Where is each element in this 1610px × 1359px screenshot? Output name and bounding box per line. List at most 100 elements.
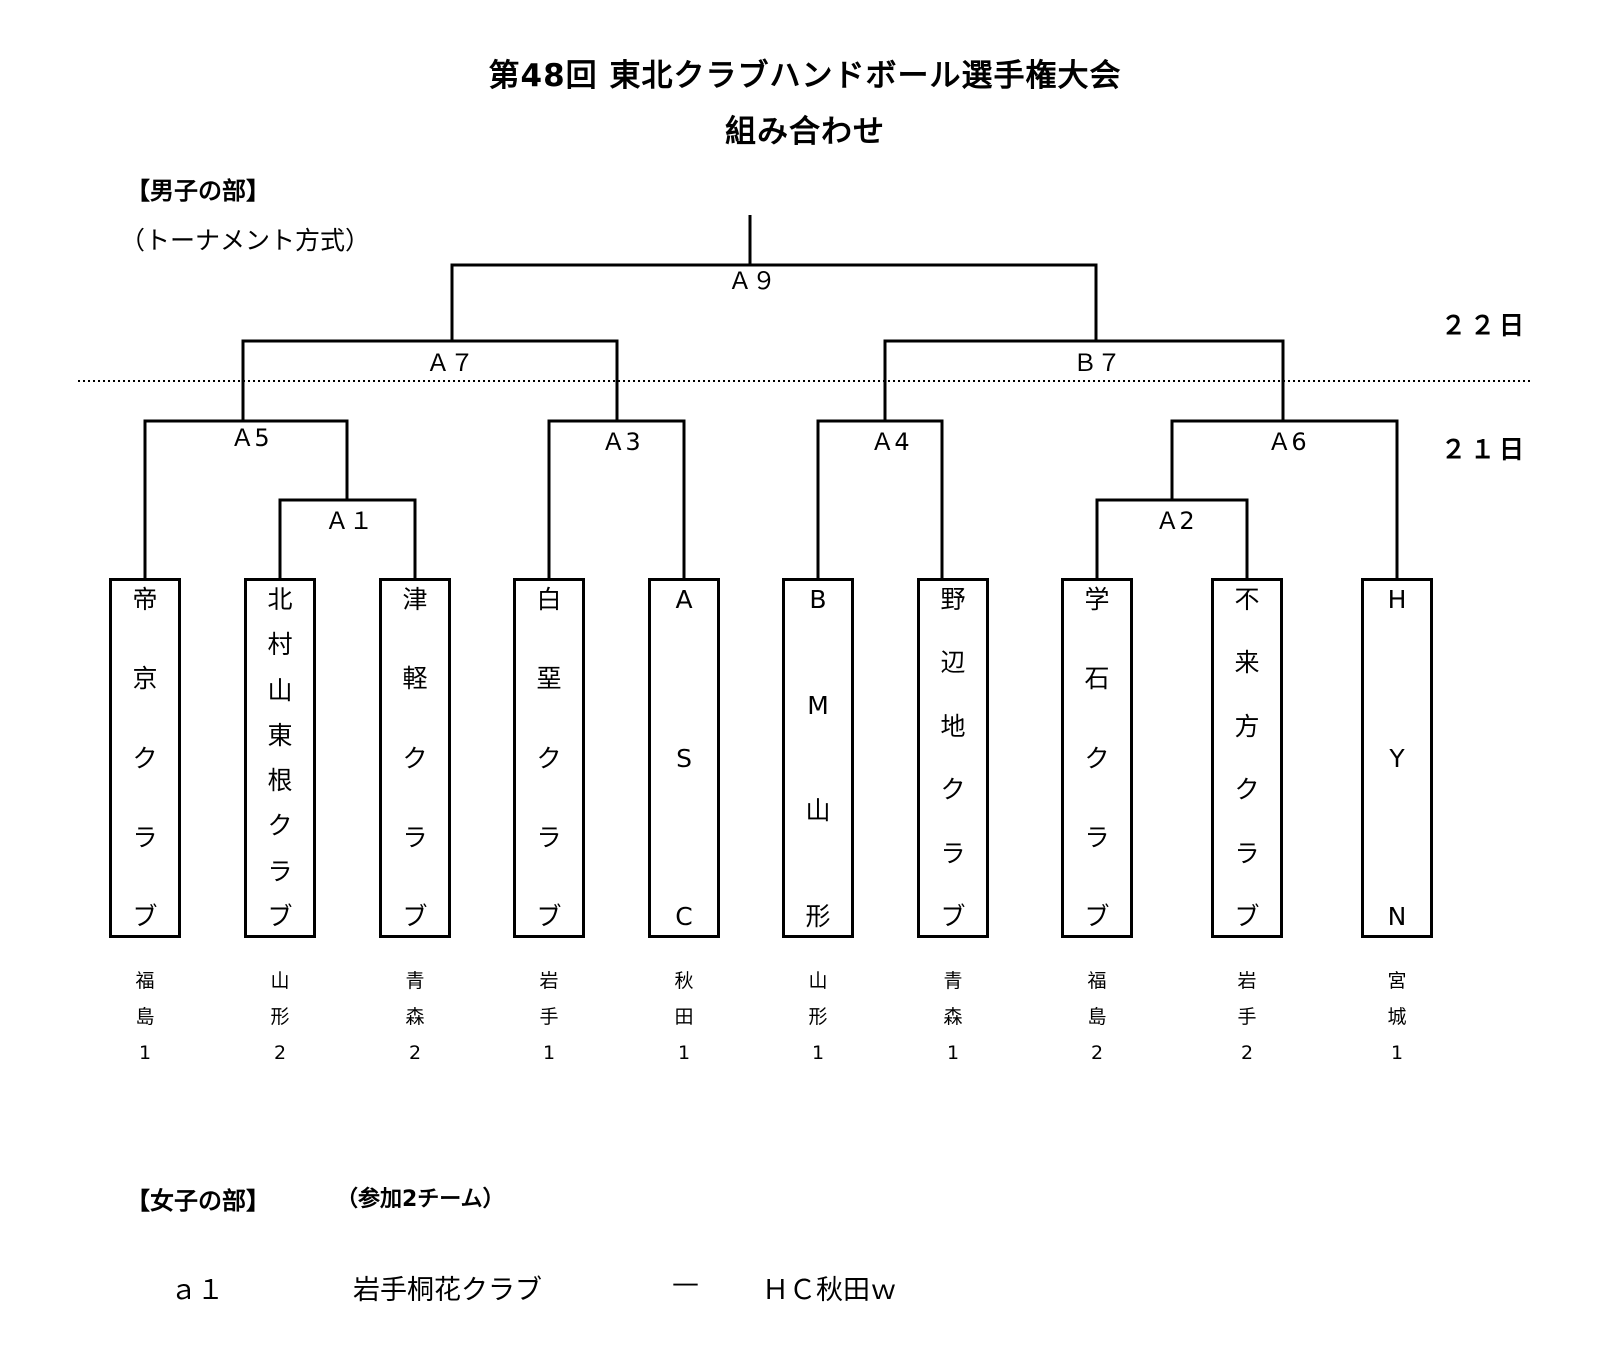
team-name-char: 京: [132, 664, 158, 694]
match-label-a7: Ａ７: [426, 349, 474, 377]
team-name-char: ラ: [940, 838, 966, 868]
team-name-char: ク: [536, 743, 562, 773]
team-name-char: 辺: [940, 648, 966, 678]
team-prefecture-seed: 岩手 2: [1217, 963, 1277, 1071]
prefecture-char: 2: [1090, 1042, 1104, 1064]
women-section-heading: 【女子の部】: [126, 1187, 270, 1215]
match-label-a3: Ａ3: [601, 428, 640, 456]
team-box: 北村山東根クラブ: [244, 578, 316, 938]
team-name-char: N: [1387, 902, 1407, 931]
prefecture-char: 2: [408, 1042, 422, 1064]
team-name-char: 来: [1234, 648, 1260, 678]
prefecture-char: 山: [270, 970, 290, 992]
team-name-char: A: [675, 585, 693, 614]
prefecture-char: 1: [946, 1042, 960, 1064]
prefecture-char: 手: [539, 1006, 559, 1028]
team-name-char: ラ: [1234, 838, 1260, 868]
page-title-line1: 第48回 東北クラブハンドボール選手権大会: [488, 58, 1122, 94]
prefecture-char: 田: [674, 1006, 694, 1028]
team-prefecture-seed: 青森 1: [923, 963, 983, 1071]
team-name-char: ブ: [1234, 901, 1260, 931]
team-name-char: ブ: [267, 901, 293, 931]
team-name-char: 東: [267, 720, 293, 750]
prefecture-char: 手: [1237, 1006, 1257, 1028]
team-name-char: ラ: [1084, 822, 1110, 852]
women-vs-dash: —: [672, 1268, 699, 1299]
prefecture-char: 2: [273, 1042, 287, 1064]
prefecture-char: 森: [943, 1006, 963, 1028]
team-box: 不来方クラブ: [1211, 578, 1283, 938]
team-name-char: 石: [1084, 664, 1110, 694]
team-name-char: 津: [402, 585, 428, 614]
team-name: 帝京クラブ: [112, 587, 178, 929]
team-name-char: Y: [1389, 743, 1405, 773]
bracket-line-a1: [278, 498, 417, 578]
team-name-char: ブ: [1084, 902, 1110, 931]
prefecture-char: 形: [270, 1006, 290, 1028]
team-name-char: C: [675, 902, 693, 931]
bracket-line-a3: [547, 419, 686, 578]
team-name-char: 山: [267, 675, 293, 705]
team-box: 津軽クラブ: [379, 578, 451, 938]
prefecture-char: 岩: [1237, 970, 1257, 992]
prefecture-char: 青: [943, 970, 963, 992]
team-name-char: 北: [267, 585, 293, 614]
bracket-line-a4: [816, 419, 944, 578]
prefecture-char: 2: [1240, 1042, 1254, 1064]
team-box: 学石クラブ: [1061, 578, 1133, 938]
prefecture-char: 福: [135, 970, 155, 992]
prefecture-char: 岩: [539, 970, 559, 992]
bracket-line-a5: [143, 419, 349, 578]
team-prefecture-seed: 岩手 1: [519, 963, 579, 1071]
prefecture-char: 山: [808, 970, 828, 992]
prefecture-char: 島: [135, 1006, 155, 1028]
team-name: 白堊クラブ: [516, 587, 582, 929]
team-name-char: 学: [1084, 585, 1110, 614]
prefecture-char: 青: [405, 970, 425, 992]
men-section-heading: 【男子の部】: [126, 177, 270, 205]
bracket-line-a9: [450, 263, 1098, 340]
team-name-char: 方: [1234, 711, 1260, 741]
men-format-note: （トーナメント方式）: [120, 226, 371, 255]
prefecture-char: 1: [1390, 1042, 1404, 1064]
team-name-char: 白: [536, 585, 562, 614]
women-participation-note: （参加2チーム）: [336, 1187, 505, 1212]
match-label-a6: Ａ6: [1267, 428, 1306, 456]
team-prefecture-seed: 山形 2: [250, 963, 310, 1071]
prefecture-char: 1: [677, 1042, 691, 1064]
prefecture-char: 1: [542, 1042, 556, 1064]
team-name: 北村山東根クラブ: [247, 587, 313, 929]
match-label-b7: Ｂ７: [1073, 349, 1121, 377]
women-team-2: ＨＣ秋田ｗ: [762, 1275, 897, 1306]
team-name-char: ク: [132, 743, 158, 773]
prefecture-char: 1: [811, 1042, 825, 1064]
team-name-char: B: [809, 585, 827, 614]
bracket-line-a6: [1170, 419, 1399, 578]
team-name: 不来方クラブ: [1214, 587, 1280, 929]
team-name-char: ラ: [132, 822, 158, 852]
women-team-1: 岩手桐花クラブ: [353, 1275, 542, 1306]
day-label-21: ２１日: [1440, 435, 1528, 464]
team-name-char: ク: [267, 811, 293, 841]
team-name-char: 野: [940, 585, 966, 614]
team-name: 津軽クラブ: [382, 587, 448, 929]
match-label-a9: Ａ９: [728, 267, 776, 295]
team-name-char: ク: [940, 775, 966, 805]
match-label-a5: Ａ5: [230, 424, 269, 452]
team-name-char: ク: [402, 743, 428, 773]
team-name-char: ラ: [402, 822, 428, 852]
match-label-a1: Ａ１: [325, 507, 373, 535]
team-box: 白堊クラブ: [513, 578, 585, 938]
team-name: 学石クラブ: [1064, 587, 1130, 929]
team-name-char: ク: [1234, 775, 1260, 805]
team-name-char: 不: [1234, 585, 1260, 614]
